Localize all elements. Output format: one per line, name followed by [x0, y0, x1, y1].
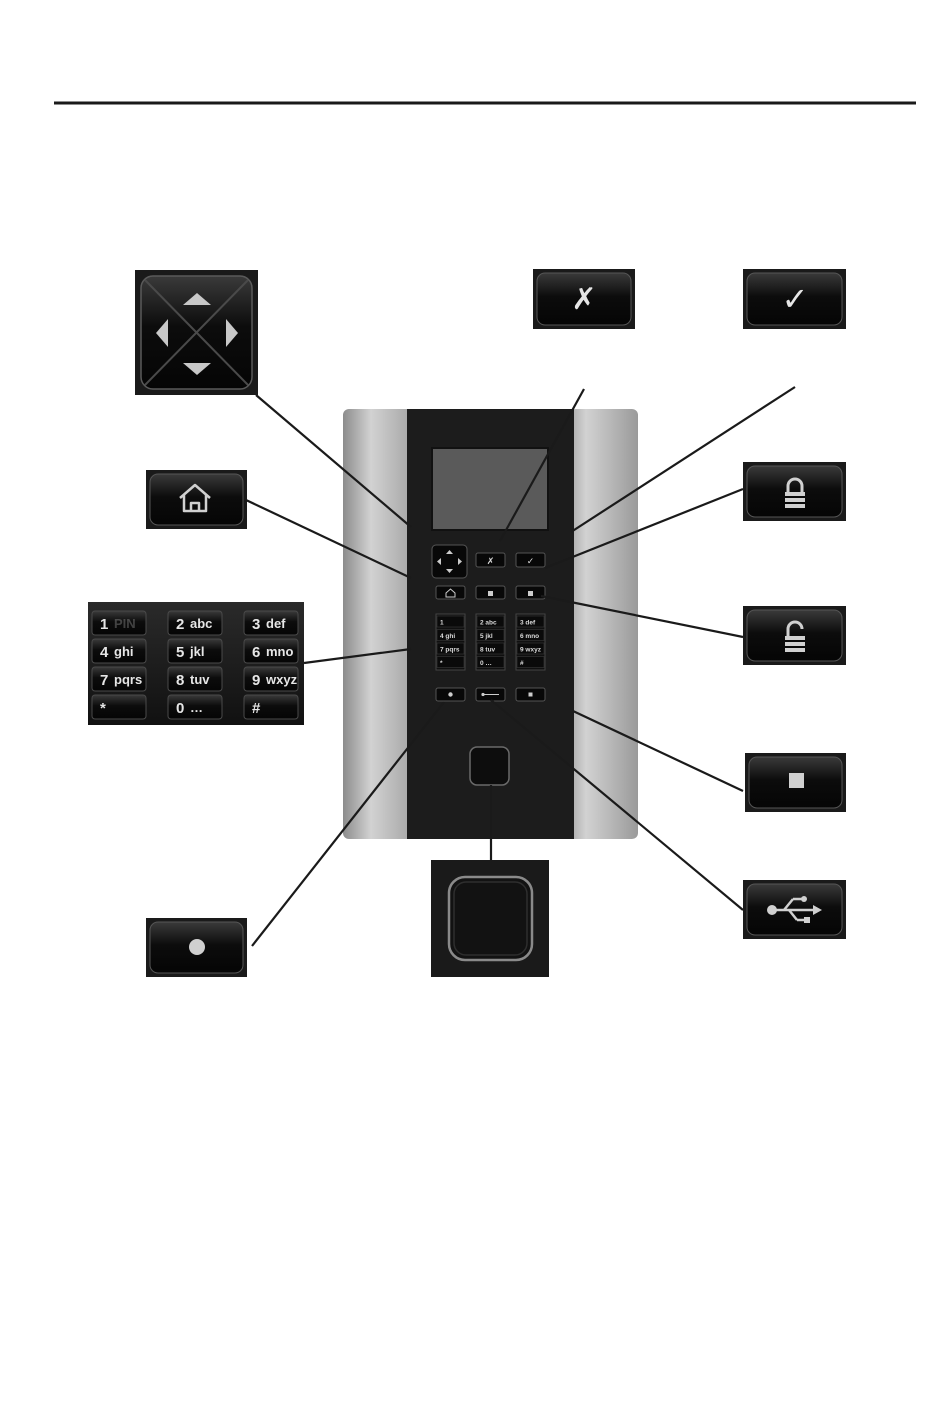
device-unlock-key[interactable]	[516, 586, 545, 599]
device-usb-port[interactable]	[476, 688, 505, 701]
device-keypad-key[interactable]: 6 mno	[517, 630, 544, 641]
rounded-square-sensor-icon	[449, 877, 532, 960]
unlock-button-callout[interactable]	[743, 606, 846, 665]
device-keypad-label: 1	[440, 620, 444, 627]
navigation-pad-callout[interactable]	[135, 270, 258, 395]
keypad-key-3[interactable]: 3 def	[244, 611, 298, 635]
keypad-key-hash[interactable]: #	[244, 695, 298, 719]
cancel-button-callout[interactable]: ✗	[533, 269, 635, 329]
keypad-key-letters: tuv	[190, 672, 210, 687]
keypad-key-letters: pqrs	[114, 672, 142, 687]
square-stop-icon	[789, 773, 804, 788]
device-fingerprint-sensor[interactable]	[470, 747, 509, 785]
keypad-key-letters: …	[190, 700, 203, 715]
device-confirm-key[interactable]: ✓	[516, 553, 545, 567]
cancel-x-icon: ✗	[571, 283, 596, 316]
device-keypad-key[interactable]: 7 pqrs	[437, 643, 464, 654]
device-keypad-label: 6 mno	[520, 633, 539, 640]
device-keypad-label: 8 tuv	[480, 647, 496, 654]
keypad-key-number: 3	[252, 616, 260, 633]
device-home-key[interactable]	[436, 586, 465, 599]
keypad-key-letters: abc	[190, 616, 212, 631]
device-keypad-key[interactable]: #	[517, 657, 544, 668]
keypad-key-letters: ghi	[114, 644, 134, 659]
device-record-key[interactable]	[436, 688, 465, 701]
confirm-button-callout[interactable]: ✓	[743, 269, 846, 329]
keypad-key-number: 4	[100, 644, 109, 661]
keypad-key-number: #	[252, 700, 261, 717]
keypad-key-letters: def	[266, 616, 286, 631]
device-screen	[432, 448, 548, 530]
lock-button-callout[interactable]	[743, 462, 846, 521]
device-keypad-key[interactable]: *	[437, 657, 464, 668]
dot-icon	[189, 939, 205, 955]
fingerprint-sensor-callout[interactable]	[431, 860, 549, 977]
keypad-key-number: 8	[176, 672, 184, 689]
keypad-key-letters: mno	[266, 644, 294, 659]
device-keypad-key[interactable]: 5 jkl	[477, 630, 504, 641]
device-keypad-key[interactable]: 2 abc	[477, 616, 504, 627]
device-keypad-label: 9 wxyz	[520, 647, 542, 654]
keypad-key-4[interactable]: 4 ghi	[92, 639, 146, 663]
keypad-key-letters: jkl	[189, 644, 204, 659]
device-keypad-key[interactable]: 1	[437, 616, 464, 627]
keypad-key-number: 9	[252, 672, 260, 689]
device-lock-key[interactable]	[476, 586, 505, 599]
keypad-key-number: 0	[176, 700, 184, 717]
keypad-key-9[interactable]: 9 wxyz	[244, 667, 298, 691]
keypad-key-0[interactable]: 0…	[168, 695, 222, 719]
device-keypad-key[interactable]: 0 …	[477, 657, 504, 668]
keypad-key-number: 1	[100, 616, 108, 633]
record-button-callout[interactable]	[146, 918, 247, 977]
device-keypad-key[interactable]: 9 wxyz	[517, 643, 544, 654]
keypad-key-7[interactable]: 7 pqrs	[92, 667, 146, 691]
device-keypad-label: 2 abc	[480, 620, 497, 627]
keypad-key-5[interactable]: 5 jkl	[168, 639, 222, 663]
keypad-key-number: 2	[176, 616, 184, 633]
device-keypad-label: 4 ghi	[440, 633, 455, 640]
device-keypad-label: 3 def	[520, 620, 536, 627]
device-keypad-label: 7 pqrs	[440, 647, 460, 654]
device-keypad-key[interactable]: 4 ghi	[437, 630, 464, 641]
numeric-keypad-callout: 1 PIN 2 abc 3 def 4 ghi 5 jkl 6 mno 7 pqrs 8 tuv 9 wxyz * 0…	[88, 602, 304, 725]
device-keypad-key[interactable]: 3 def	[517, 616, 544, 627]
keypad-key-number: *	[100, 700, 106, 717]
keypad-key-number: 6	[252, 644, 260, 661]
keypad-key-6[interactable]: 6 mno	[244, 639, 298, 663]
device-keypad-key[interactable]: 8 tuv	[477, 643, 504, 654]
device-nav-key[interactable]	[432, 545, 467, 578]
device-keypad-label: 5 jkl	[480, 633, 493, 640]
device-keypad-label: 0 …	[480, 660, 492, 667]
keypad-key-number: 5	[176, 644, 184, 661]
device-cancel-key[interactable]: ✗	[476, 553, 505, 567]
keypad-key-1[interactable]: 1 PIN	[92, 611, 146, 635]
device-numeric-keypad: 1 2 abc 3 def 4 ghi 5 jkl 6 mno 7 pqrs 8 tuv 9 w…	[436, 614, 545, 670]
device-keypad-label: #	[520, 660, 524, 667]
home-button-callout[interactable]	[146, 470, 247, 529]
keypad-key-star[interactable]: *	[92, 695, 146, 719]
checkmark-icon: ✓	[782, 281, 809, 317]
svg-text:✗: ✗	[487, 556, 495, 566]
keypad-key-2[interactable]: 2 abc	[168, 611, 222, 635]
stop-button-callout[interactable]	[745, 753, 846, 812]
keypad-key-letters: PIN	[114, 616, 136, 631]
keypad-key-letters: wxyz	[265, 672, 298, 687]
usb-port-callout[interactable]	[743, 880, 846, 939]
keypad-key-8[interactable]: 8 tuv	[168, 667, 222, 691]
svg-text:✓: ✓	[527, 556, 535, 566]
keypad-key-number: 7	[100, 672, 108, 689]
device-stop-key[interactable]	[516, 688, 545, 701]
